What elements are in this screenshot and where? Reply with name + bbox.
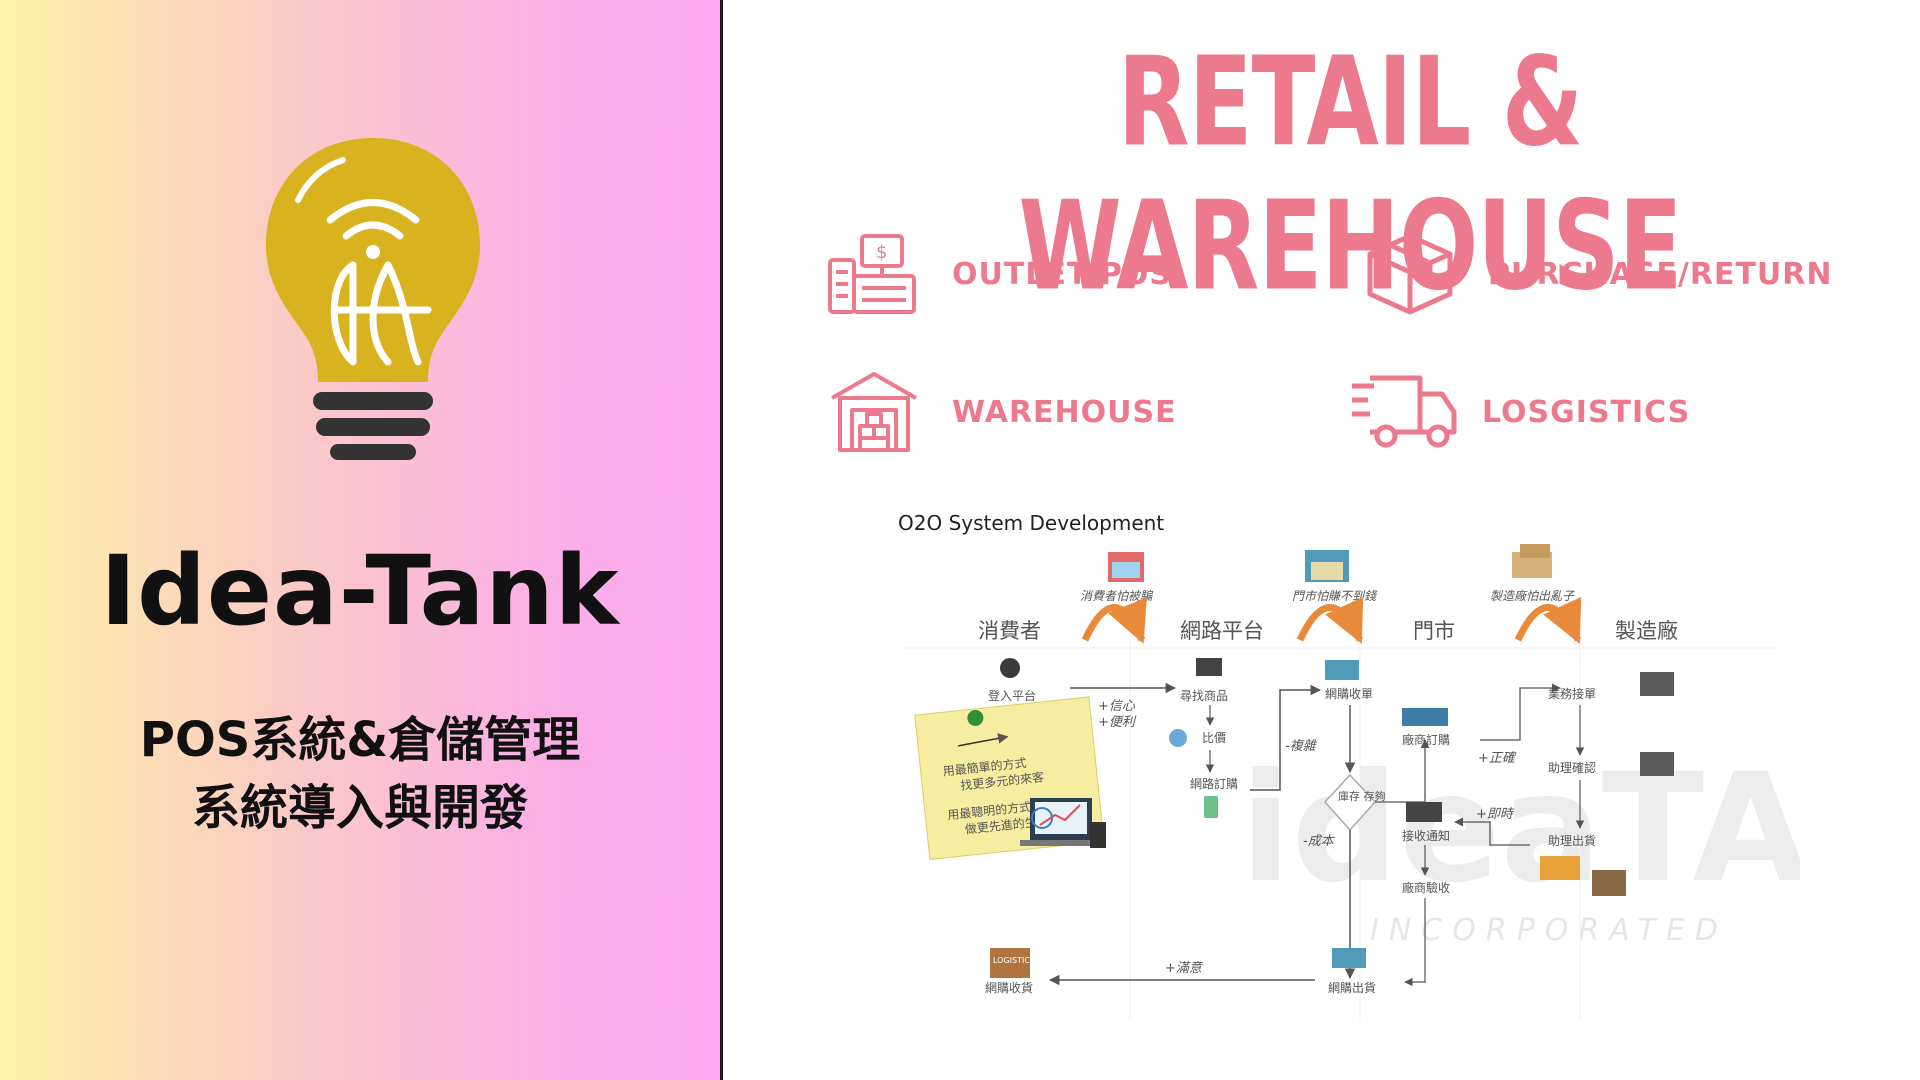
feature-label: WAREHOUSE — [952, 394, 1177, 430]
node-vendor-order: 廠商訂購 — [1402, 732, 1450, 747]
worry-factory: 製造廠怕出亂子 — [1490, 589, 1575, 603]
node-login: 登入平台 — [988, 688, 1036, 703]
warehouse-icon — [831, 372, 917, 452]
pin-icon — [967, 709, 984, 726]
label-less-cost: -成本 — [1303, 834, 1336, 849]
lightbulb-logo-icon — [266, 138, 480, 460]
actor-platform: 網路平台 — [1180, 619, 1264, 643]
node-stock-label: 庫存 存夠 — [1338, 789, 1386, 803]
terminal-icon — [1402, 708, 1448, 726]
logistics-box-icon: LOGISTICS — [990, 948, 1035, 978]
node-vendor-check: 廠商驗收 — [1402, 880, 1450, 895]
actor-factory: 製造廠 — [1615, 619, 1678, 643]
person-icon — [1000, 658, 1020, 678]
watermark-subtext: INCORPORATED — [1370, 913, 1728, 948]
actor-consumer: 消費者 — [978, 619, 1041, 643]
node-order: 網路訂購 — [1190, 776, 1238, 791]
feature-label: LOSGISTICS — [1482, 394, 1691, 430]
devices-icon — [1020, 798, 1106, 848]
desk-worker-icon — [1640, 672, 1674, 696]
worry-consumer: 消費者怕被騙 — [1080, 589, 1154, 603]
cash-register-icon: $ — [828, 234, 916, 314]
node-search: 尋找商品 — [1180, 688, 1228, 703]
shop-building-icon — [1305, 550, 1349, 582]
cycle-arc — [1514, 596, 1582, 644]
label-satisfied: +滿意 — [1165, 960, 1204, 976]
label-less-complex: -複雜 — [1285, 739, 1318, 754]
svg-text:$: $ — [876, 242, 887, 263]
node-online-ship: 網購出貨 — [1328, 980, 1376, 995]
node-assistant-confirm: 助理確認 — [1548, 760, 1596, 775]
actor-store: 門市 — [1413, 619, 1455, 643]
panel-divider — [720, 0, 723, 1080]
cycle-arc — [1081, 597, 1147, 644]
phone-icon — [1204, 796, 1218, 818]
left-panel: Idea-Tank POS系統&倉儲管理 系統導入與開發 — [0, 0, 720, 1080]
desk-worker-icon — [1640, 752, 1674, 776]
node-online-delivered: 網購收貨 — [985, 980, 1033, 995]
label-realtime: +即時 — [1476, 807, 1515, 822]
delivery-truck-icon — [1540, 856, 1580, 880]
worry-store: 門市怕賺不到錢 — [1292, 589, 1378, 603]
o2o-flow-diagram: ideaTANK INCORPORATED O2O System Develop… — [898, 511, 1800, 1020]
tagline-line1: POS系統&倉儲管理 — [139, 712, 581, 768]
tagline-line2: 系統導入與開發 — [191, 780, 528, 836]
label-confidence: +信心 — [1098, 699, 1136, 714]
label-accurate: +正確 — [1478, 751, 1517, 766]
feature-label: PURCHASE/RETURN — [1488, 256, 1833, 292]
printer-icon — [1406, 802, 1442, 822]
store-order-icon — [1325, 660, 1359, 680]
feature-warehouse: WAREHOUSE — [826, 370, 1177, 454]
svg-text:LOGISTICS: LOGISTICS — [993, 956, 1035, 965]
page-title: RETAIL & WAREHOUSE — [1018, 30, 1682, 318]
store-front-icon — [1108, 552, 1144, 582]
node-compare: 比價 — [1202, 731, 1226, 745]
diagram-title: O2O System Development — [898, 511, 1164, 535]
truck-icon — [1352, 375, 1457, 448]
cycle-arc — [1296, 596, 1364, 644]
feature-label: OUTLET POS — [952, 256, 1172, 292]
package-icon — [1592, 870, 1626, 896]
feature-purchase-return: PURCHASE/RETURN — [1362, 232, 1832, 316]
label-convenience: +便利 — [1098, 715, 1137, 730]
feature-logistics: LOSGISTICS — [1350, 370, 1690, 454]
search-people-icon — [1196, 658, 1222, 676]
compare-people-icon — [1169, 729, 1187, 747]
store-ship-icon — [1332, 948, 1366, 968]
node-assistant-ship: 助理出貨 — [1548, 833, 1596, 848]
brand-name: Idea-Tank — [100, 535, 620, 647]
watermark-text: ideaTANK — [1240, 742, 1800, 916]
feature-outlet-pos: $ OUTLET POS — [826, 232, 1172, 316]
box-icon — [1367, 233, 1453, 315]
node-online-receive: 網購收單 — [1325, 687, 1373, 701]
node-sales-order: 業務接單 — [1548, 686, 1596, 701]
node-receive-notice: 接收通知 — [1402, 828, 1450, 843]
factory-boxes-icon — [1512, 544, 1552, 578]
